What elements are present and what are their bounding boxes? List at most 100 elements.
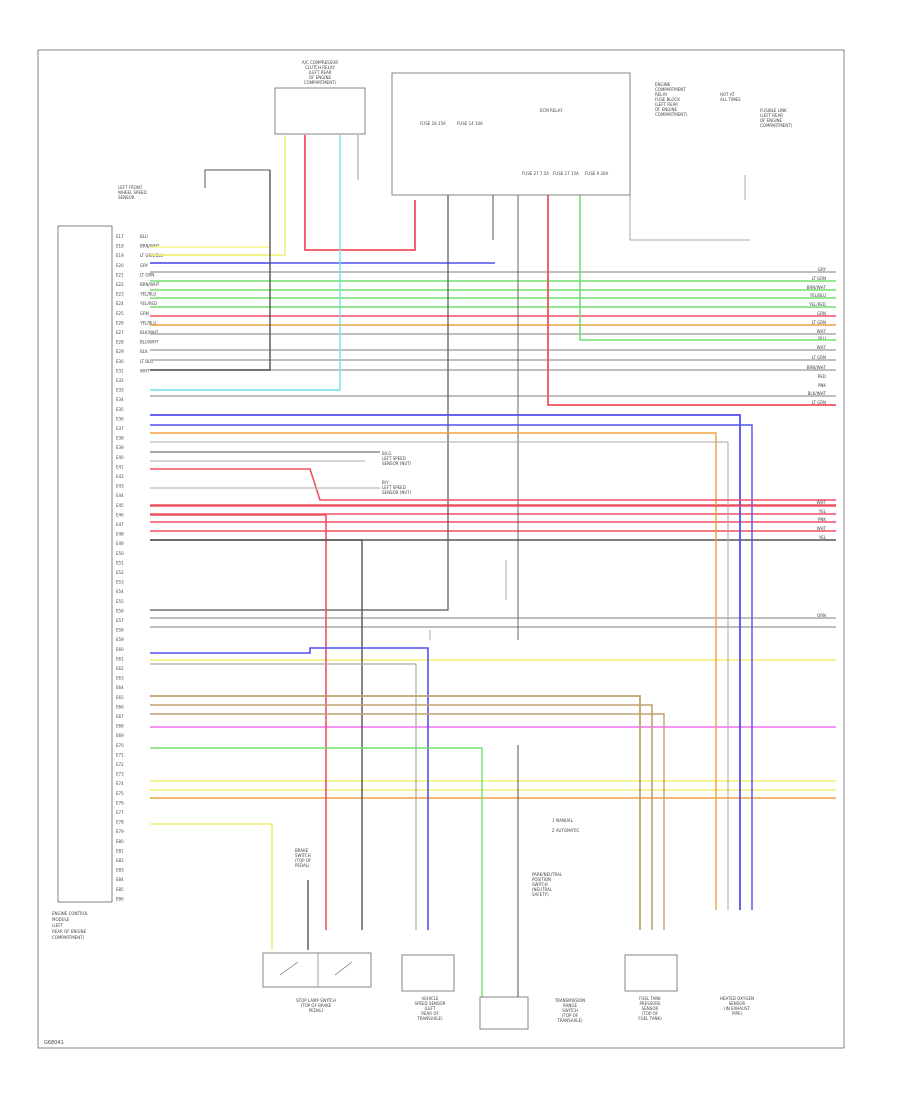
o2-blue-wire: [150, 424, 753, 910]
ecm-label-line: MODULE: [52, 917, 70, 922]
ecm-pin-label: E27: [116, 330, 124, 335]
transmission-range-label: SWITCH: [562, 1008, 578, 1013]
battery-label-line: COMPARTMENT): [760, 123, 793, 128]
right-wire-label: WHT: [817, 500, 827, 505]
wire-color-label: LT GRN/BLU: [140, 253, 163, 258]
right-wire-label: GRN: [817, 311, 826, 316]
transmission-range-label: TRANSAXLE): [556, 1018, 583, 1023]
wire-color-label: BRN/WHT: [140, 282, 160, 287]
wire-key-item: 1 MANUAL: [552, 818, 574, 823]
right-wire-label: GRY: [818, 267, 827, 272]
stop-lamp-switch: [262, 952, 372, 988]
relay-block-label-line: (LEFT REAR: [655, 102, 678, 107]
right-wire-label: BRN/WHT: [807, 285, 827, 290]
right-wire-label: BLU: [818, 336, 826, 341]
ecm-pin-label: E78: [116, 820, 124, 825]
ecm-pin-label: E23: [116, 292, 124, 297]
fuse-label: FUSE 18 15A: [420, 121, 446, 126]
fuel-tank-wire: [150, 713, 665, 930]
ecm-pin-label: E43: [116, 484, 124, 489]
side-label-line: SWITCH: [532, 882, 548, 887]
wire-key-item: 2 AUTOMATIC: [552, 828, 580, 833]
right-wire-label: BLK/WHT: [808, 391, 827, 396]
ecm-pin-label: E64: [116, 685, 124, 690]
fuel-tank-pressure-label: FUEL TANK: [639, 996, 661, 1001]
ecm-pin-label: E66: [116, 704, 124, 709]
relay-block-label-line: OF ENGINE: [655, 107, 678, 112]
block-green-wire: [579, 195, 836, 341]
vehicle-speed-sensor-box: [401, 954, 455, 992]
side-label-line: POSITION: [532, 877, 551, 882]
ecm-pin-label: E17: [116, 234, 124, 239]
ecm-pin-label: E31: [116, 368, 124, 373]
battery-label-line: FUSIBLE LINK: [760, 108, 787, 113]
heated-oxygen-label: PIPE): [732, 1011, 743, 1016]
wire-color-label: GRY: [140, 263, 149, 268]
ecm-pin-label: E34: [116, 397, 124, 402]
side-label-line: PEDAL): [295, 863, 310, 868]
ecm-pin-label: E38: [116, 436, 124, 441]
side-label-line: SENSOR (NUT): [382, 461, 412, 466]
ecm-pin-label: E60: [116, 647, 124, 652]
ecm-pin-label: E73: [116, 772, 124, 777]
wires: [150, 135, 836, 1000]
vehicle-speed-sensor-label: (LEFT: [425, 1006, 437, 1011]
ecm-pin-label: E49: [116, 541, 124, 546]
ecm-pin-label: E19: [116, 253, 124, 258]
ecm-label-line: ENGINE CONTROL: [52, 911, 89, 916]
o2-wire: [150, 441, 729, 910]
relay-red-wire: [304, 135, 416, 251]
transmission-range-label: TRANSMISSION: [554, 998, 585, 1003]
relay-fuse-block: [391, 72, 631, 196]
fuel-tank-pressure-label: FUEL TANK): [638, 1016, 662, 1021]
bottom-component-labels: STOP LAMP SWITCH(TOP OF BRAKEPEDAL)VEHIC…: [296, 996, 754, 1023]
wire-color-label: BLU/WHT: [140, 340, 159, 345]
side-label-line: B/LG: [382, 451, 391, 456]
right-wire-label: LT GRN: [812, 400, 826, 405]
block-gray-wire: [629, 195, 750, 241]
side-label-line: LEFT FRONT: [118, 185, 143, 190]
right-wire-label: YEL/BLU: [809, 293, 826, 298]
ecm-pin-label: E32: [116, 378, 124, 383]
ecm-pin-label: E21: [116, 272, 124, 277]
sensor-wire: [150, 170, 271, 371]
side-label-line: PARK/NEUTRAL: [532, 872, 563, 877]
stoplamp-switch-label: PEDAL): [309, 1008, 324, 1013]
right-wire-label: YEL: [818, 509, 827, 514]
fuel-tank-pressure-label: (TOP OF: [642, 1011, 659, 1016]
fuel-tank-pressure-label: PRESSURE: [639, 1001, 661, 1006]
fuse-label: ECM RELAY: [540, 108, 563, 113]
ecm-pin-label: E50: [116, 551, 124, 556]
ecm-pin-label: E68: [116, 724, 124, 729]
heated-oxygen-label: SENSOR: [729, 1001, 746, 1006]
right-wire-label: LT GRN: [812, 355, 826, 360]
page-code: G68041: [44, 1040, 64, 1046]
vehicle-speed-sensor-label: SPEED SENSOR: [415, 1001, 446, 1006]
ac-relay-label-line: OF ENGINE: [309, 75, 332, 80]
wire-color-label: LT BLU: [140, 359, 153, 364]
sensor-wire: [204, 169, 270, 188]
wire-color-label: YEL/BLU: [139, 320, 156, 325]
ecm-pin-label: E28: [116, 340, 124, 345]
ecm-pin-label: E74: [116, 781, 124, 786]
vss-wire: [150, 663, 417, 930]
ecm-pin-label: E53: [116, 580, 124, 585]
ecm-pin-labels: E17E18E19E20E21E22E23E24E25E26E27E28E29E…: [116, 234, 124, 901]
relay-block-label-line: FUSE BLOCK: [655, 97, 680, 102]
ecm-label-line: (LEFT: [52, 923, 64, 928]
ecm-pin-label: E65: [116, 695, 124, 700]
right-wire-label: ORN: [817, 613, 826, 618]
ecm-pin-label: E18: [116, 244, 124, 249]
ecm-pin-label: E33: [116, 388, 124, 393]
fuse-label: FUSE 14 10A: [457, 121, 483, 126]
ecm-pin-label: E35: [116, 407, 124, 412]
relay-block-label-line: RELAY: [655, 92, 668, 97]
transmission-range-box: [479, 996, 529, 1030]
ac-relay-label-line: A/C COMPRESSOR: [302, 60, 338, 65]
ecm-label-line: REAR OF ENGINE: [52, 929, 87, 934]
relay-cyan-wire: [150, 135, 341, 391]
ecm-pin-label: E51: [116, 560, 124, 565]
wire-color-label: BLU: [140, 234, 148, 239]
